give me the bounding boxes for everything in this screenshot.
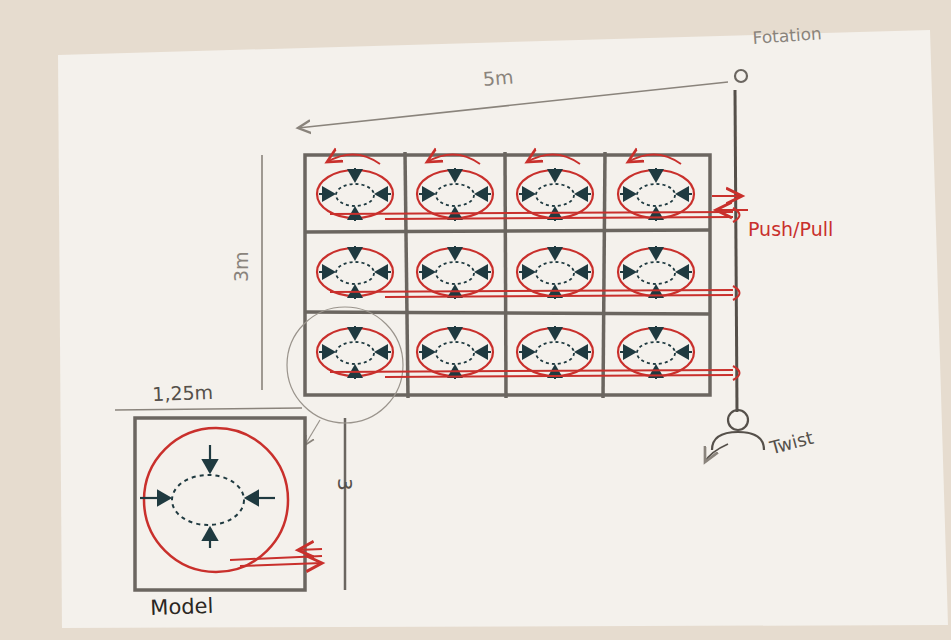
- force-arrow: [376, 351, 391, 353]
- dimension-line: [261, 155, 263, 390]
- dimension-line: [115, 408, 302, 410]
- force-arrow: [354, 168, 356, 181]
- force-arrow: [419, 351, 434, 353]
- axis-line: [735, 90, 737, 412]
- model-ring: [144, 428, 288, 572]
- membrane: [336, 342, 374, 364]
- membrane: [336, 184, 374, 206]
- force-arrow: [655, 208, 657, 221]
- model-arrows: [140, 445, 275, 548]
- force-arrow: [519, 193, 534, 195]
- dimension-label: 1,25m: [152, 383, 213, 404]
- panel-grid: [305, 152, 710, 398]
- membrane: [637, 184, 675, 206]
- pull-line: [385, 375, 733, 377]
- twist-arrow: [705, 444, 728, 462]
- force-arrow: [476, 193, 491, 195]
- dimension-line: [344, 418, 347, 590]
- push-pull-label: Push/Pull: [748, 220, 833, 239]
- cell-group: [317, 154, 748, 380]
- force-arrow: [476, 271, 491, 273]
- force-arrow: [554, 168, 556, 181]
- force-arrow: [677, 193, 692, 195]
- push-pull-mark: [733, 286, 740, 300]
- paper: [58, 30, 948, 628]
- model-membrane: [172, 475, 244, 525]
- dimension-label: 5m: [482, 67, 514, 89]
- rotation-label: Fotation: [752, 25, 822, 47]
- membrane: [436, 184, 474, 206]
- membrane: [536, 342, 574, 364]
- model-label: Model: [150, 596, 214, 619]
- force-arrow: [554, 286, 556, 299]
- force-arrow: [554, 326, 556, 339]
- force-arrow: [554, 366, 556, 379]
- force-arrow: [319, 193, 334, 195]
- force-arrow: [554, 246, 556, 259]
- pull-line: [385, 217, 733, 219]
- force-arrow: [376, 271, 391, 273]
- force-arrow: [576, 351, 591, 353]
- rotation-arrow: [628, 154, 681, 164]
- membrane: [536, 184, 574, 206]
- pull-line: [330, 290, 733, 292]
- membrane: [637, 342, 675, 364]
- force-arrow: [655, 168, 657, 181]
- force-arrow: [677, 351, 692, 353]
- force-arrow: [354, 246, 356, 259]
- rotation-arrow: [427, 154, 480, 164]
- force-arrow: [419, 271, 434, 273]
- force-arrow: [620, 271, 635, 273]
- twist-symbol: [728, 410, 748, 430]
- pull-line: [385, 295, 733, 297]
- dimension-label: 3: [335, 478, 355, 491]
- force-arrow: [476, 351, 491, 353]
- dimension-line: [298, 82, 728, 128]
- force-arrow: [454, 168, 456, 181]
- membrane: [536, 262, 574, 284]
- force-arrow: [655, 286, 657, 299]
- force-arrow: [554, 208, 556, 221]
- pull-line: [330, 212, 733, 214]
- force-arrow: [519, 351, 534, 353]
- rotation-arrow: [327, 154, 380, 164]
- force-arrow: [519, 271, 534, 273]
- rotation-symbol: [735, 70, 747, 82]
- membrane: [336, 262, 374, 284]
- force-arrow: [655, 246, 657, 259]
- detail-leader: [305, 420, 320, 445]
- membrane: [436, 262, 474, 284]
- detail-circle: [287, 307, 403, 423]
- force-arrow: [620, 193, 635, 195]
- force-arrow: [319, 271, 334, 273]
- force-arrow: [319, 351, 334, 353]
- force-arrow: [655, 366, 657, 379]
- push-arrow: [712, 195, 742, 197]
- pull-line: [330, 370, 733, 372]
- membrane: [436, 342, 474, 364]
- force-arrow: [576, 193, 591, 195]
- model-pull-lines: [230, 549, 322, 566]
- force-arrow: [376, 193, 391, 195]
- force-arrow: [576, 271, 591, 273]
- force-arrow: [419, 193, 434, 195]
- force-arrow: [354, 326, 356, 339]
- dimension-label: 3m: [232, 251, 251, 282]
- force-arrow: [454, 246, 456, 259]
- push-pull-mark: [733, 366, 740, 380]
- membrane: [637, 262, 675, 284]
- pull-arrow: [716, 209, 748, 211]
- force-arrow: [655, 326, 657, 339]
- force-arrow: [454, 326, 456, 339]
- force-arrow: [620, 351, 635, 353]
- rotation-arrow: [527, 154, 580, 164]
- force-arrow: [677, 271, 692, 273]
